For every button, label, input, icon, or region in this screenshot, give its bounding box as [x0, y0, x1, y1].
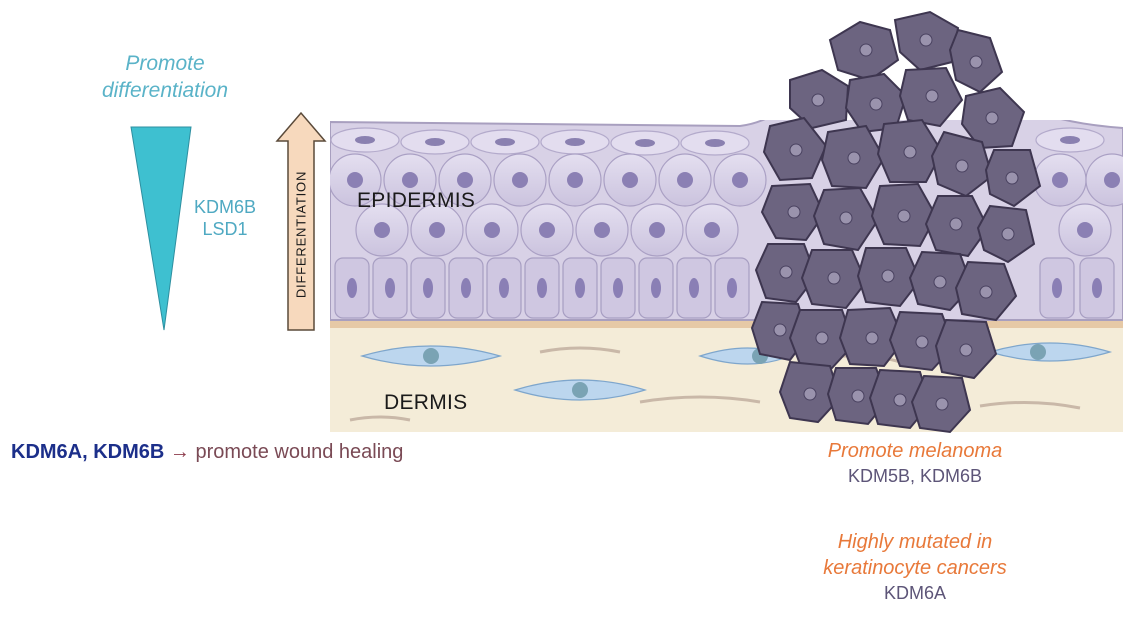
right-arrow-icon: → [170, 441, 190, 463]
gene-lsd1: LSD1 [190, 218, 260, 240]
differentiation-genes: KDM6B LSD1 [190, 196, 260, 240]
wound-healing-text: promote wound healing [195, 441, 403, 463]
differentiation-arrow-label: DIFFERENTIATION [294, 155, 309, 315]
title-line-1: Promote [60, 50, 270, 77]
melanoma-genes: KDM5B, KDM6B [765, 464, 1065, 488]
keratinocyte-annotation: Highly mutated in keratinocyte cancers K… [765, 529, 1065, 605]
wound-healing-genes: KDM6A, KDM6B [11, 441, 164, 463]
dermis-layer [330, 325, 1123, 435]
keratinocyte-genes: KDM6A [765, 581, 1065, 605]
gene-kdm6b: KDM6B [190, 196, 260, 218]
wound-healing-statement: KDM6A, KDM6B → promote wound healing [11, 441, 403, 464]
title-line-2: differentiation [60, 77, 270, 104]
melanoma-annotation: Promote melanoma KDM5B, KDM6B [765, 438, 1065, 488]
epidermis-label: EPIDERMIS [357, 189, 475, 213]
dermis-label: DERMIS [384, 391, 467, 415]
keratinocyte-title-line-2: keratinocyte cancers [765, 555, 1065, 581]
keratinocyte-title-line-1: Highly mutated in [765, 529, 1065, 555]
promote-melanoma-title: Promote melanoma [765, 438, 1065, 464]
differentiation-gradient-triangle [131, 127, 191, 330]
promote-differentiation-title: Promote differentiation [60, 50, 270, 104]
